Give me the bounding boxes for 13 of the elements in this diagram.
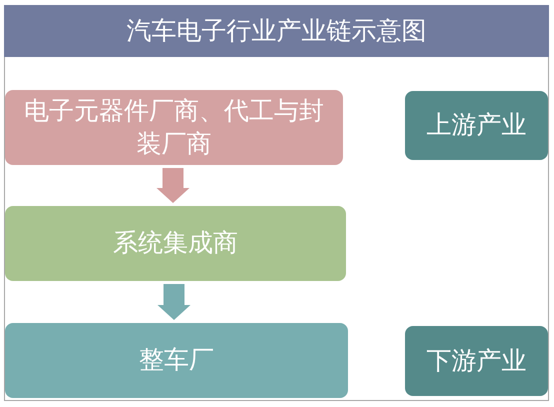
node-label: 下游产业 <box>426 344 526 377</box>
arrow <box>156 168 190 203</box>
stage-box <box>405 326 548 396</box>
arrow <box>158 284 190 320</box>
diagram-title: 汽车电子行业产业链示意图 <box>126 16 426 46</box>
process-box <box>5 323 348 398</box>
node-label: 电子元器件厂商、代工与封装厂商 <box>23 95 325 160</box>
process-box <box>5 90 343 165</box>
node-label: 上游产业 <box>426 109 526 142</box>
node-label: 整车厂 <box>139 344 214 376</box>
stage-box <box>405 91 548 160</box>
process-box <box>5 206 346 281</box>
node-label: 系统集成商 <box>113 227 238 260</box>
